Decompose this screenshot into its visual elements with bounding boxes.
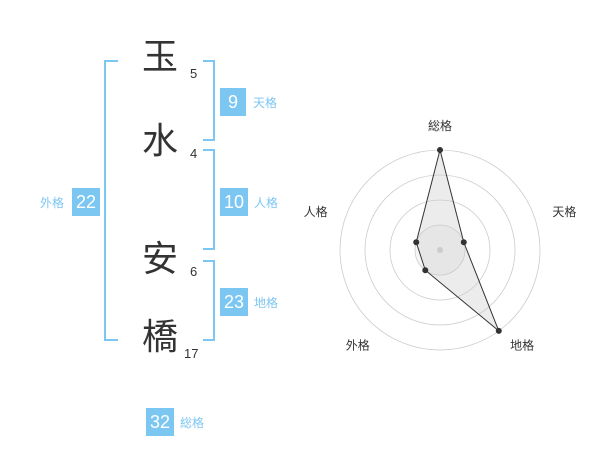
radar-point-5 bbox=[413, 239, 420, 246]
radar-axis-label-4: 外格 bbox=[346, 337, 370, 352]
sou-kaku-value: 32 bbox=[146, 408, 174, 436]
stroke-count-3: 6 bbox=[190, 264, 198, 279]
stroke-count-4: 17 bbox=[184, 346, 199, 361]
chi-kaku-label: 地格 bbox=[254, 296, 279, 310]
jin-bracket bbox=[203, 149, 215, 250]
chi-kaku-value: 23 bbox=[220, 288, 248, 316]
radar-axis-label-5: 人格 bbox=[304, 204, 328, 219]
radar-ring-3 bbox=[364, 174, 516, 326]
gai-kaku-label: 外格 bbox=[40, 196, 65, 210]
radar-axis-label-1: 総格 bbox=[428, 118, 452, 133]
jin-kaku-label: 人格 bbox=[254, 196, 279, 210]
radar-data-polygon bbox=[415, 149, 500, 332]
name-char-4: 橋 bbox=[142, 317, 179, 358]
outer-bracket bbox=[104, 60, 118, 341]
ten-kaku-value: 9 bbox=[220, 88, 246, 116]
ten-kaku-label: 天格 bbox=[253, 96, 278, 110]
ten-bracket bbox=[203, 60, 215, 141]
name-char-2: 水 bbox=[142, 121, 179, 162]
gai-kaku-value: 22 bbox=[72, 188, 100, 216]
radar-axis-label-2: 天格 bbox=[552, 204, 576, 219]
radar-point-3 bbox=[495, 327, 502, 334]
jin-kaku-value: 10 bbox=[220, 188, 248, 216]
radar-point-1 bbox=[437, 147, 443, 153]
name-char-3: 安 bbox=[142, 239, 179, 280]
radar-center bbox=[437, 247, 443, 253]
stroke-count-1: 5 bbox=[190, 66, 198, 81]
name-char-1: 玉 bbox=[142, 37, 179, 78]
radar-point-4 bbox=[422, 267, 429, 274]
stroke-count-2: 4 bbox=[190, 146, 198, 161]
radar-axis-label-3: 地格 bbox=[510, 337, 534, 352]
sou-kaku-label: 総格 bbox=[180, 416, 205, 430]
radar-ring-2 bbox=[389, 199, 491, 301]
radar-point-2 bbox=[460, 239, 467, 246]
chi-bracket bbox=[203, 260, 215, 341]
